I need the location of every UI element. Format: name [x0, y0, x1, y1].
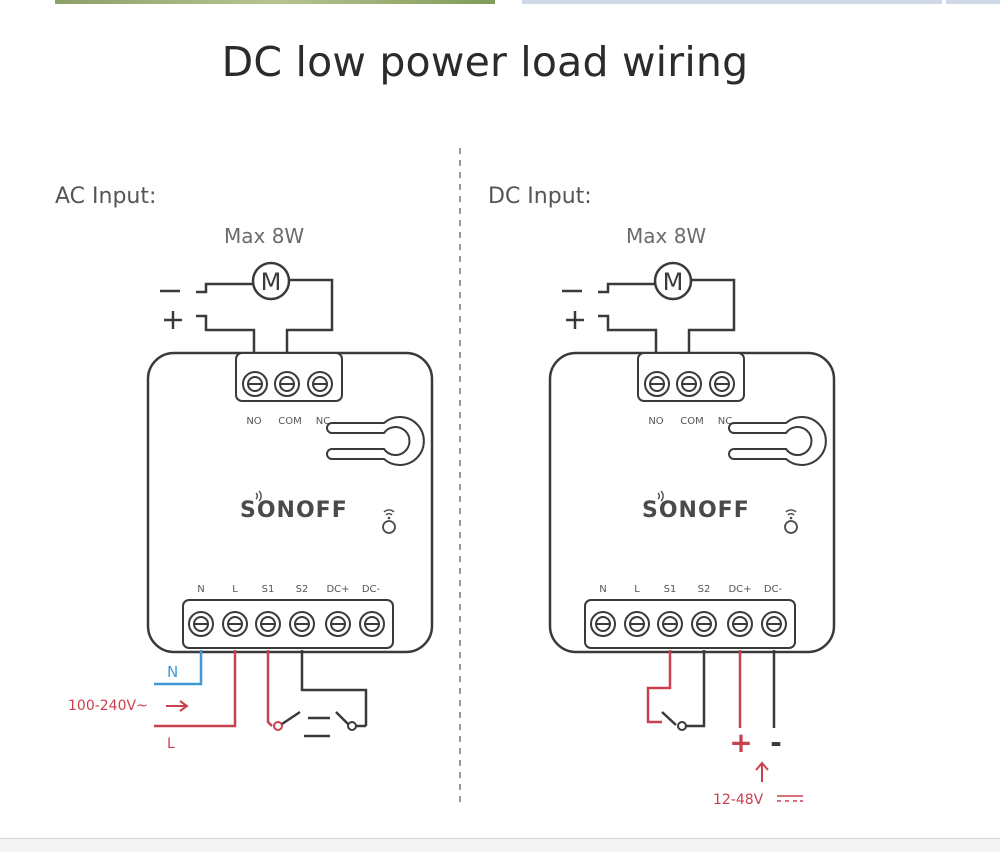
terminal-label-l: L — [232, 584, 238, 595]
brand-signal-icon — [657, 490, 664, 502]
max-load-label: Max 8W — [626, 224, 706, 248]
supply-minus-label: - — [770, 726, 782, 759]
terminal-label-com: COM — [278, 416, 301, 427]
terminal-label-com: COM — [680, 416, 703, 427]
neutral-label: N — [167, 663, 178, 681]
switch-contact-icon — [273, 721, 283, 731]
terminal-label-s2: S2 — [698, 584, 711, 595]
terminal-label-s2: S2 — [296, 584, 309, 595]
motor-icon — [653, 261, 693, 301]
mounting-slot — [728, 416, 827, 466]
s2-wire — [686, 650, 706, 728]
terminal-label-s1: S1 — [262, 584, 275, 595]
motor-icon — [251, 261, 291, 301]
switch-lever-icon — [661, 711, 677, 726]
screw-no — [242, 371, 268, 397]
brand-logo: SONOFF — [240, 498, 348, 523]
terminal-label-no: NO — [648, 416, 663, 427]
terminal-label-nc: NC — [316, 416, 330, 427]
brand-signal-icon — [255, 490, 262, 502]
live-label: L — [167, 736, 175, 752]
top-screws — [242, 371, 333, 397]
top-image-strip — [0, 0, 1000, 6]
s1-wire — [266, 650, 273, 727]
page-title: DC low power load wiring — [221, 38, 749, 86]
bottom-border — [0, 838, 1000, 852]
minus-wire — [196, 282, 253, 294]
terminal-label-no: NO — [246, 416, 261, 427]
voltage-label: 12-48V — [713, 792, 764, 808]
terminal-label-s1: S1 — [664, 584, 677, 595]
load-wires — [160, 278, 334, 354]
s1-wire — [646, 650, 672, 724]
panel-ac: AC Input: Max 8W M NO COM NC SONOFF — [55, 184, 434, 752]
plus-wire — [196, 314, 256, 354]
motor-label: M — [261, 268, 282, 296]
photo-strip-edge — [946, 0, 1000, 4]
wifi-icon — [383, 509, 395, 516]
photo-strip-left — [55, 0, 495, 4]
s2-wire — [300, 650, 368, 726]
section-label: AC Input: — [55, 184, 156, 209]
terminal-label-nc: NC — [718, 416, 732, 427]
panel-dc: DC Input: Max 8W M NO COM NC SONOFF — [488, 184, 836, 808]
supply-plus-label: + — [729, 726, 752, 759]
terminal-label-n: N — [197, 584, 204, 595]
screw-nc — [307, 371, 333, 397]
wifi-icon — [785, 509, 797, 516]
brand-logo: SONOFF — [642, 498, 750, 523]
switch-symbol-lines — [304, 716, 330, 738]
terminal-label-dc-minus: DC- — [764, 584, 783, 595]
input-arrow-icon — [166, 700, 189, 712]
terminal-label-dc-plus: DC+ — [326, 584, 349, 595]
live-wire — [154, 650, 237, 728]
terminal-label-n: N — [599, 584, 606, 595]
motor-return-wire — [285, 278, 334, 354]
terminal-label-l: L — [634, 584, 640, 595]
wifi-dot — [387, 516, 391, 520]
switch-contact-icon-2 — [347, 721, 357, 731]
neutral-wire — [154, 650, 203, 686]
status-led-icon — [382, 520, 396, 534]
terminal-label-dc-plus: DC+ — [728, 584, 751, 595]
max-load-label: Max 8W — [224, 224, 304, 248]
wifi-dot — [789, 516, 793, 520]
top-screws — [644, 371, 735, 397]
section-label: DC Input: — [488, 184, 592, 209]
bottom-screws — [188, 611, 385, 637]
minus-wire — [598, 282, 655, 294]
terminal-label-dc-minus: DC- — [362, 584, 381, 595]
status-led-icon — [784, 520, 798, 534]
switch-lever-icon-2 — [335, 711, 366, 728]
supply-arrow-icon — [755, 761, 769, 782]
voltage-label: 100-240V~ — [68, 698, 148, 714]
photo-strip-right — [522, 0, 942, 4]
switch-contact-icon — [677, 721, 687, 731]
load-wires — [562, 278, 736, 354]
plus-wire — [598, 314, 658, 354]
motor-return-wire — [687, 278, 736, 354]
mounting-slot — [326, 416, 425, 466]
motor-label: M — [663, 268, 684, 296]
switch-lever-icon — [281, 710, 301, 726]
screw-com — [274, 371, 300, 397]
bottom-screws — [590, 611, 787, 637]
dc-symbol-icon — [777, 795, 803, 802]
